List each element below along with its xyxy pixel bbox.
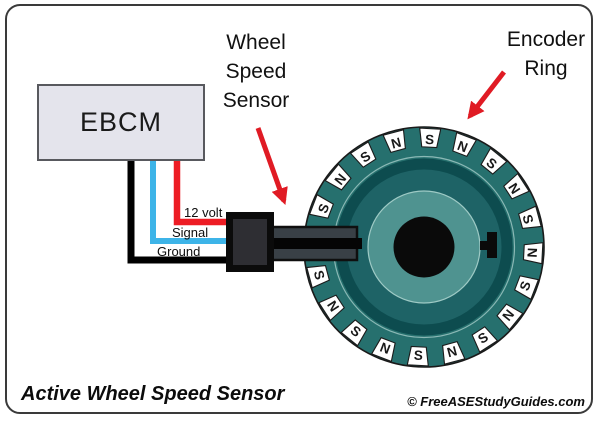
encoder-label-line2: Ring: [524, 57, 568, 80]
encoder-tooth: N: [522, 242, 544, 265]
signal-wire: [150, 160, 240, 244]
sensor-connector-face: [233, 219, 267, 265]
pole-letter: S: [413, 348, 423, 363]
sensor-tip-stripe: [272, 238, 362, 249]
encoder-tooth: S: [513, 275, 540, 301]
encoder-tooth: N: [382, 129, 406, 154]
pole-letter: S: [311, 269, 328, 282]
hub-key: [487, 232, 497, 258]
sensor-arrow: [255, 127, 288, 206]
sensor-label-line2: Speed: [225, 60, 287, 83]
ebcm-label: EBCM: [79, 107, 162, 137]
encoder-tooth: N: [496, 303, 524, 331]
encoder-tooth: N: [503, 172, 530, 200]
encoder-tooth: N: [370, 336, 396, 363]
hub-key-stem: [480, 241, 489, 250]
encoder-tooth: N: [452, 131, 478, 158]
encoder-tooth: S: [349, 141, 377, 168]
encoder-tooth: S: [308, 193, 335, 219]
encoder-tooth: N: [324, 163, 352, 191]
ground-wire: [127, 160, 240, 264]
encoder-tooth: S: [471, 326, 499, 353]
encoder-ring-teeth: SNSNSNSNSNSNSNSNSNSN: [304, 127, 544, 367]
ebcm-box: EBCM: [37, 84, 205, 161]
sensor-label-line3: Sensor: [222, 89, 290, 112]
encoder-callout-label: Encoder Ring: [491, 25, 601, 83]
pole-letter: S: [519, 213, 536, 226]
encoder-tooth: N: [318, 294, 345, 322]
encoder-tooth: S: [306, 265, 331, 289]
encoder-tooth: S: [406, 345, 429, 367]
signal-wire-label: Signal: [172, 225, 209, 240]
diagram-title: Active Wheel Speed Sensor: [21, 383, 285, 405]
copyright-text: © FreeASEStudyGuides.com: [407, 394, 585, 409]
hub: [393, 216, 455, 278]
power-wire-label: 12 volt: [184, 205, 223, 220]
encoder-ring: SNSNSNSNSNSNSNSNSNSN: [303, 126, 545, 368]
diagram-border: [5, 4, 593, 414]
encoder-tooth: S: [340, 319, 368, 347]
pole-letter: N: [445, 343, 458, 360]
pole-letter: S: [425, 132, 435, 147]
encoder-label-line1: Encoder: [506, 28, 586, 51]
pole-letter: N: [390, 135, 403, 152]
pole-letter: N: [525, 247, 540, 258]
sensor-callout-label: Wheel Speed Sensor: [201, 28, 311, 115]
wheel-speed-sensor-body: [226, 212, 362, 272]
encoder-tooth: S: [419, 127, 442, 149]
encoder-tooth: N: [442, 340, 466, 365]
encoder-tooth: S: [517, 205, 542, 229]
sensor-label-line1: Wheel: [226, 31, 286, 54]
power-wire: [173, 160, 240, 226]
encoder-tooth: S: [480, 147, 508, 175]
encoder-ring-arrow: [467, 70, 506, 120]
ground-wire-label: Ground: [157, 244, 201, 259]
